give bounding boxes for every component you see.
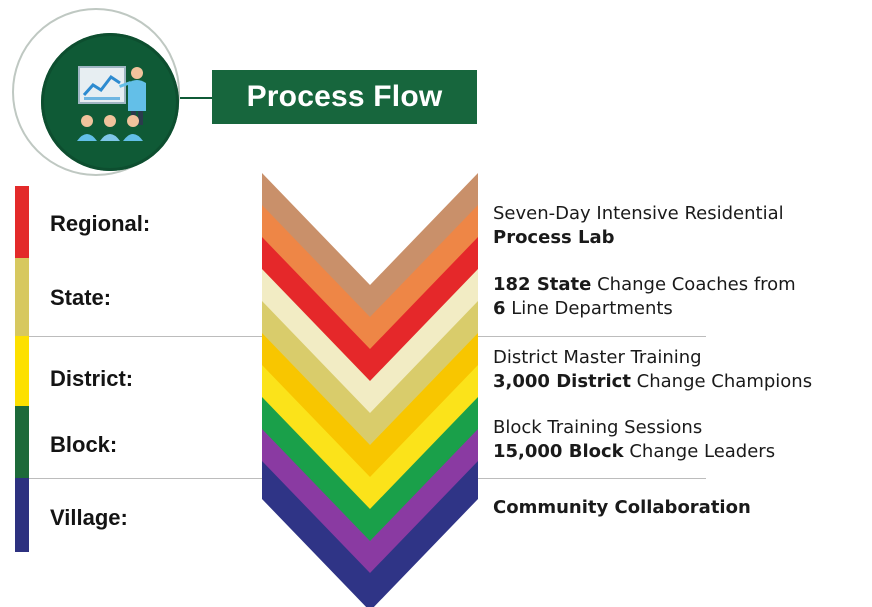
chevron-10 [262,461,478,607]
level-label-village: Village: [50,505,128,530]
state-color-bar [15,258,29,336]
page-title: Process Flow [212,70,477,124]
regional-color-bar [15,186,29,258]
desc-state-line2-rest: Line Departments [505,298,673,319]
icon-badge-inner [41,33,179,171]
desc-district-line1: District Master Training [493,347,702,368]
divider-left-state-district [29,336,273,337]
desc-state-line1-rest: Change Coaches from [591,274,796,295]
desc-village-line1: Community Collaboration [493,497,751,518]
divider-right-state-district [470,336,706,337]
desc-state: 182 State Change Coaches from 6 Line Dep… [493,273,868,321]
district-color-bar [15,336,29,406]
desc-block-line2-rest: Change Leaders [623,441,776,462]
village-color-bar [15,478,29,552]
chevron-2 [262,205,478,355]
level-label-regional: Regional: [50,211,151,236]
chevron-9 [262,429,478,579]
chevron-8 [262,397,478,547]
desc-regional-line2: Process Lab [493,227,615,248]
level-label-district: District: [50,366,134,391]
chevron-3 [262,237,478,387]
desc-block-line1: Block Training Sessions [493,417,703,438]
desc-regional-line1: Seven-Day Intensive Residential [493,203,784,224]
chevron-7 [262,365,478,515]
desc-block-line2-bold: 15,000 Block [493,441,624,462]
block-color-bar [15,406,29,478]
presentation-training-icon [77,66,146,141]
chevron-stack [262,173,478,607]
chevron-6 [262,333,478,483]
desc-state-line1-bold: 182 State [493,274,592,295]
icon-badge [12,8,180,176]
divider-left-block-village [29,478,273,479]
divider-right-block-village [470,478,706,479]
desc-district-line2-bold: 3,000 District [493,371,631,392]
desc-village: Community Collaboration [493,496,868,520]
desc-district: District Master Training 3,000 District … [493,346,868,394]
desc-state-line2-bold: 6 [493,298,506,319]
level-label-block: Block: [50,432,118,457]
title-connector [180,97,212,99]
chevron-5 [262,301,478,451]
chevron-4 [262,269,478,419]
level-label-state: State: [50,285,112,310]
chevron-1 [262,173,478,323]
desc-district-line2-rest: Change Champions [630,371,813,392]
desc-regional: Seven-Day Intensive Residential Process … [493,202,868,250]
desc-block: Block Training Sessions 15,000 Block Cha… [493,416,868,464]
